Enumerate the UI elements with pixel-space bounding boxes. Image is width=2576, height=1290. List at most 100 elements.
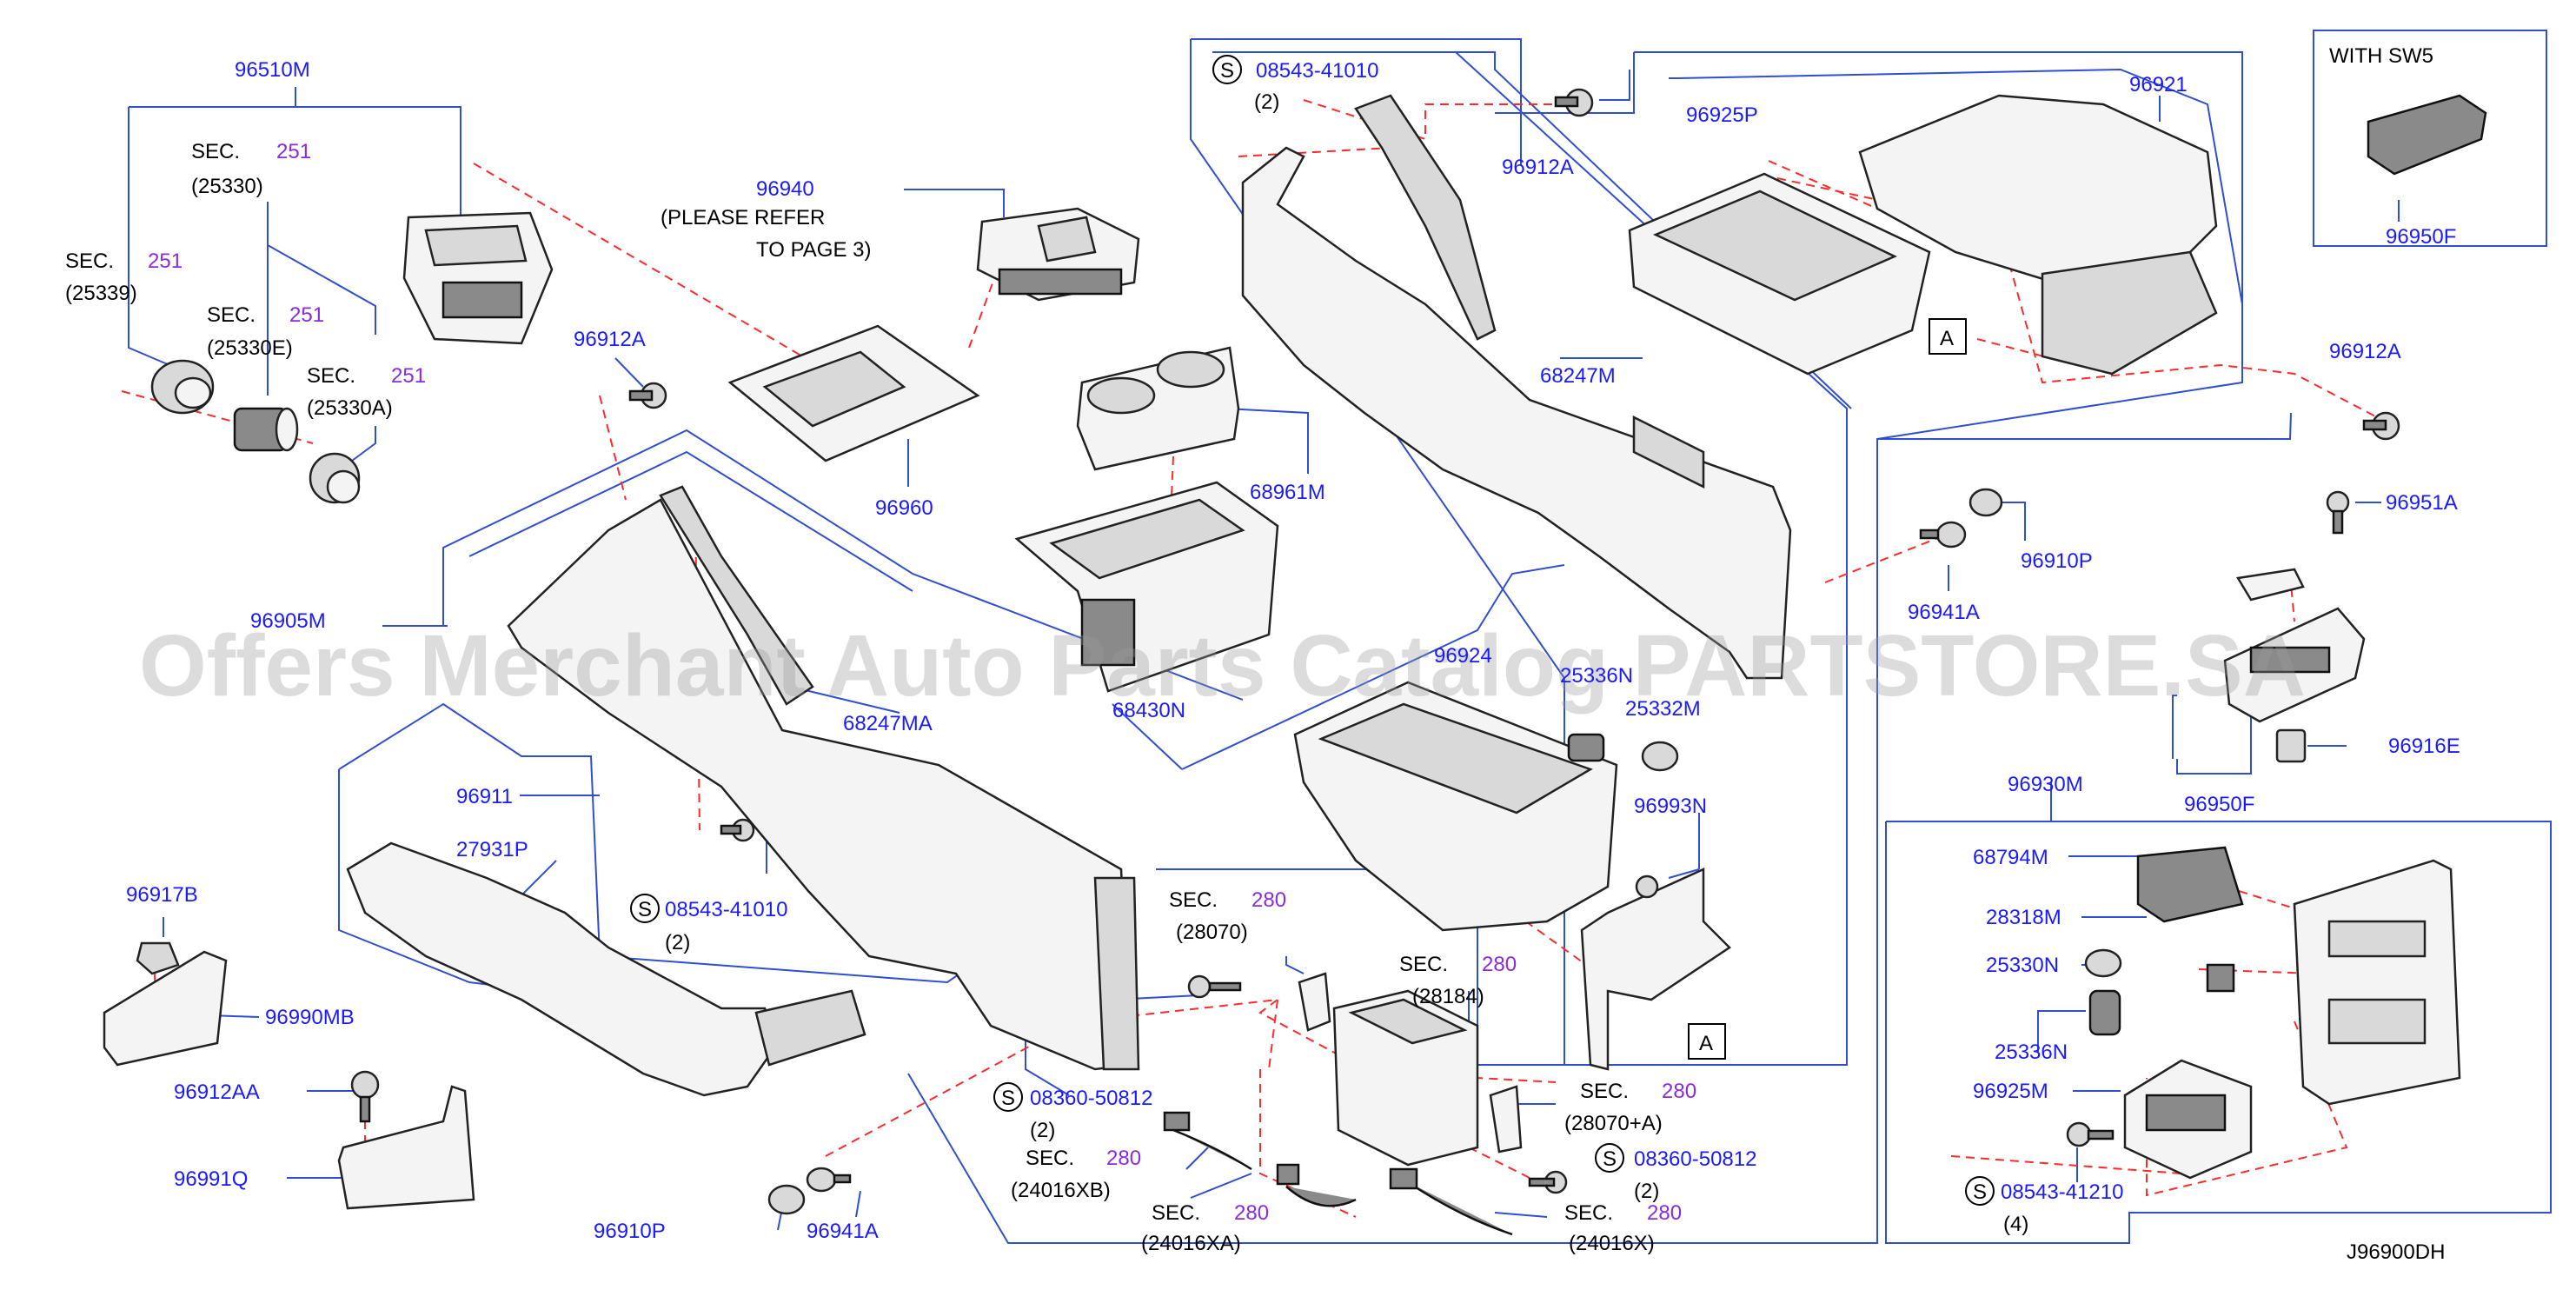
duct-27931P <box>346 841 866 1097</box>
label-68430N: 68430N <box>1112 699 1185 722</box>
label-96991Q: 96991Q <box>174 1167 248 1191</box>
socket-25336N <box>1567 733 1605 762</box>
label-with-sw5: WITH SW5 <box>2329 44 2433 68</box>
harness-24016XB <box>1163 1111 1252 1171</box>
label-sec280e-ref: (24016XA) <box>1141 1232 1241 1255</box>
label-sec280a: SEC. <box>1169 888 1218 912</box>
label-sec280b-num: 280 <box>1482 953 1517 976</box>
ref-box-A-bottom <box>1688 1023 1726 1060</box>
cap-25332M <box>1641 741 1679 772</box>
label-96950F-top: 96950F <box>2386 225 2456 249</box>
screw-marker-5: S <box>1973 1180 1987 1204</box>
label-96917B: 96917B <box>126 883 198 907</box>
bracket-96990MB <box>103 950 228 1067</box>
clip-96910P-right <box>1969 488 2003 517</box>
label-sec280f: SEC. <box>1564 1201 1613 1225</box>
bolt-96912AA <box>350 1070 380 1123</box>
screw-symbol-5 <box>1965 1176 1995 1206</box>
screw-marker-2: S <box>1220 59 1234 83</box>
label-sec251d-ref: (25330A) <box>307 396 393 420</box>
label-sec280b-ref: (28184) <box>1412 985 1484 1008</box>
side-panel-68247M <box>1241 94 1792 680</box>
label-68961M: 68961M <box>1250 481 1325 504</box>
finisher-96960 <box>727 324 980 462</box>
bolt-08360-b <box>1528 1170 1568 1194</box>
label-25332M: 25332M <box>1625 697 1701 721</box>
label-27931P: 27931P <box>456 838 528 861</box>
clip-96912A-right <box>2362 411 2400 441</box>
armrest-96921 <box>1858 94 2218 376</box>
socket-25336N-right <box>2088 989 2121 1036</box>
label-68247M: 68247M <box>1540 364 1616 388</box>
label-96510M: 96510M <box>235 58 310 82</box>
switch-28318M <box>2206 963 2235 993</box>
label-96916E: 96916E <box>2388 735 2460 758</box>
label-96951A: 96951A <box>2386 491 2458 515</box>
label-96912A-left: 96912A <box>574 328 646 351</box>
label-sec251b-ref: (25339) <box>65 282 137 305</box>
label-96925M: 96925M <box>1973 1080 2048 1103</box>
box-96924 <box>1293 681 1618 932</box>
label-sec280c-num: 280 <box>1662 1080 1696 1103</box>
label-sec280c-ref: (28070+A) <box>1564 1112 1663 1135</box>
label-sec280b: SEC. <box>1399 953 1448 976</box>
screw-marker-1: S <box>638 898 652 921</box>
clip-96941A-right <box>1919 521 1967 549</box>
label-sec251d-num: 251 <box>391 364 426 388</box>
screw-96951A <box>2326 490 2350 535</box>
label-08360-50812-right-qty: (2) <box>1634 1180 1659 1203</box>
label-96941A-bottom: 96941A <box>807 1220 879 1243</box>
label-sec251a: SEC. <box>191 140 240 163</box>
cap-25330N <box>2084 948 2122 978</box>
clip-96993N <box>1635 874 1659 899</box>
label-sec251a-ref: (25330) <box>191 175 263 198</box>
label-96912A-mid: 96912A <box>1502 156 1574 179</box>
label-96911: 96911 <box>456 785 513 808</box>
label-28318M: 28318M <box>1986 906 2061 929</box>
label-sec280f-num: 280 <box>1647 1201 1682 1225</box>
unit-96925M <box>2123 1059 2253 1180</box>
socket-25330E <box>233 407 299 452</box>
label-25330N: 25330N <box>1986 954 2059 977</box>
harness-24016X <box>1389 1167 1513 1236</box>
switch-unit-96510M <box>402 211 554 345</box>
cup-holder-68961M <box>1076 346 1240 471</box>
label-25336N-right: 25336N <box>1995 1041 2068 1064</box>
label-96930M: 96930M <box>2008 773 2083 796</box>
shifter-panel-96940 <box>976 207 1140 302</box>
cover-96916E <box>2275 728 2307 763</box>
tray-96925P <box>1628 172 1931 376</box>
label-96910P-right: 96910P <box>2021 549 2093 573</box>
module-28184 <box>1332 989 1479 1167</box>
label-68794M: 68794M <box>1973 846 2048 869</box>
screw-marker-3: S <box>1001 1087 1015 1110</box>
callout-lines <box>128 30 2552 1244</box>
label-sec251b-num: 251 <box>148 249 183 273</box>
label-96912A-right: 96912A <box>2329 340 2401 363</box>
label-08543-41010-top: 08543-41010 <box>1256 59 1378 83</box>
label-sec280e-num: 280 <box>1234 1201 1269 1225</box>
console-96905M <box>507 485 1140 1071</box>
label-96925P: 96925P <box>1686 103 1758 127</box>
label-sec280d-ref: (24016XB) <box>1011 1179 1111 1202</box>
label-96950F-right: 96950F <box>2184 793 2254 816</box>
screw-symbol-3 <box>993 1082 1023 1112</box>
label-08360-50812-right: 08360-50812 <box>1634 1147 1756 1171</box>
label-08360-50812-left: 08360-50812 <box>1030 1087 1152 1110</box>
label-sec280d: SEC. <box>1026 1147 1074 1170</box>
bracket-28070A <box>1489 1085 1523 1154</box>
rear-panel-96930M <box>2293 859 2461 1106</box>
label-sec280d-num: 280 <box>1106 1147 1141 1170</box>
label-08543-41210: 08543-41210 <box>2001 1180 2123 1204</box>
label-sec251c: SEC. <box>207 303 256 327</box>
label-sec280a-ref: (28070) <box>1176 921 1248 944</box>
clip-96941A-bottom <box>806 1167 852 1193</box>
ref-letter-A-top: A <box>1940 327 1954 350</box>
label-sec251c-ref: (25330E) <box>207 336 293 360</box>
screw-marker-4: S <box>1603 1147 1617 1171</box>
screw-08543-41210 <box>2066 1121 2115 1147</box>
socket-25339 <box>150 359 215 415</box>
label-96960: 96960 <box>875 496 933 520</box>
clip-bottom <box>720 818 755 842</box>
